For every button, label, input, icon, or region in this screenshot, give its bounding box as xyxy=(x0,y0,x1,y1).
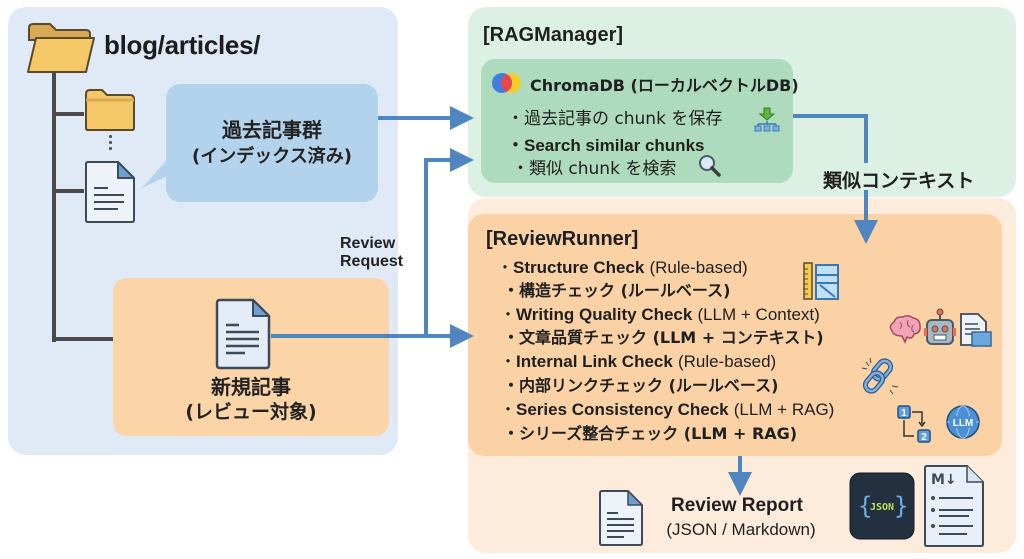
check-method: (Rule-based) xyxy=(649,258,748,277)
markdown-file-icon: M↓ xyxy=(924,465,984,547)
chromadb-item-search-en: ・Search similar chunks xyxy=(507,136,705,155)
bullet: ・ xyxy=(497,258,514,277)
markdown-label: M↓ xyxy=(931,472,957,488)
check-item-internal-link: ・Internal Link Check (Rule-based) xyxy=(500,351,776,373)
llm-globe-label: LLM xyxy=(953,418,974,429)
magnifier-icon xyxy=(699,155,721,177)
review-request-line-1: Review xyxy=(340,235,396,252)
folder-title: blog/articles/ xyxy=(104,30,261,60)
past-articles-bubble: 過去記事群 (インデックス済み) xyxy=(166,84,378,202)
check-name: Writing Quality Check xyxy=(516,305,693,324)
document-copy-icon xyxy=(960,313,992,347)
past-articles-title: 過去記事群 xyxy=(222,118,322,142)
check-item-structure: ・Structure Check (Rule-based) xyxy=(497,257,748,279)
subfolder-icon xyxy=(85,89,135,131)
review-request-label: Review Request xyxy=(340,235,403,271)
tree-trunk-line xyxy=(52,72,56,342)
json-label: JSON xyxy=(870,502,894,513)
check-name: Internal Link Check xyxy=(516,352,673,371)
sequence-step-2: 2 xyxy=(921,432,927,443)
folder-icon xyxy=(27,23,95,73)
llm-globe-icon: LLM xyxy=(946,405,980,439)
sequence-icon: 1 2 xyxy=(897,405,931,443)
similar-context-label: 類似コンテキスト xyxy=(823,170,975,192)
chromadb-item-store: ・過去記事の chunk を保存 xyxy=(507,109,723,129)
check-name: Structure Check xyxy=(513,258,645,277)
check-item-series-consistency-jp: ・シリーズ整合チェック (LLM + RAG) xyxy=(503,424,798,443)
check-method: (LLM + RAG) xyxy=(733,400,835,419)
robot-icon xyxy=(924,308,956,345)
review-request-line-2: Request xyxy=(340,253,404,270)
ruler-layout-icon xyxy=(803,262,839,300)
hierarchy-download-icon xyxy=(754,107,780,132)
broken-link-icon xyxy=(861,357,899,395)
chromadb-title: ChromaDB (ローカルベクトルDB) xyxy=(530,76,799,95)
check-item-structure-jp: ・構造チェック (ルールベース) xyxy=(503,281,731,300)
chromadb-box xyxy=(481,59,793,183)
check-item-writing-quality-jp: ・文章品質チェック (LLM + コンテキスト) xyxy=(503,328,824,347)
svg-text:{: { xyxy=(858,492,872,520)
check-method: (LLM + Context) xyxy=(697,305,820,324)
arrow-review-request-to-rag xyxy=(424,148,474,336)
brain-icon xyxy=(889,314,921,344)
check-name: Series Consistency Check xyxy=(516,400,729,419)
json-icon: { } JSON xyxy=(849,472,915,540)
check-method: (Rule-based) xyxy=(677,352,777,371)
rag-manager-title: [RAGManager] xyxy=(483,24,624,46)
bullet: ・ xyxy=(500,352,517,371)
chromadb-item-search-jp: ・類似 chunk を検索 xyxy=(512,159,677,179)
document-icon xyxy=(215,298,271,370)
tree-branch-line xyxy=(52,337,114,341)
chromadb-logo-icon xyxy=(492,73,521,93)
review-report-title: Review Report xyxy=(671,495,803,516)
tree-branch-line xyxy=(52,112,84,116)
tree-branch-line xyxy=(52,189,84,193)
check-item-writing-quality: ・Writing Quality Check (LLM + Context) xyxy=(500,304,820,326)
new-article-title: 新規記事 xyxy=(211,375,291,399)
past-articles-subtitle: (インデックス済み) xyxy=(192,146,352,167)
bullet: ・ xyxy=(500,400,517,419)
ellipsis-dots xyxy=(109,135,113,155)
review-runner-title: [ReviewRunner] xyxy=(486,228,639,250)
bullet: ・ xyxy=(500,305,517,324)
review-report-subtitle: (JSON / Markdown) xyxy=(666,520,816,539)
new-article-subtitle: (レビュー対象) xyxy=(185,401,317,423)
check-item-internal-link-jp: ・内部リンクチェック (ルールベース) xyxy=(503,376,779,395)
check-item-series-consistency: ・Series Consistency Check (LLM + RAG) xyxy=(500,399,834,421)
svg-text:}: } xyxy=(894,492,908,520)
document-icon xyxy=(85,161,135,223)
report-document-icon xyxy=(599,490,643,546)
sequence-step-1: 1 xyxy=(901,408,907,419)
